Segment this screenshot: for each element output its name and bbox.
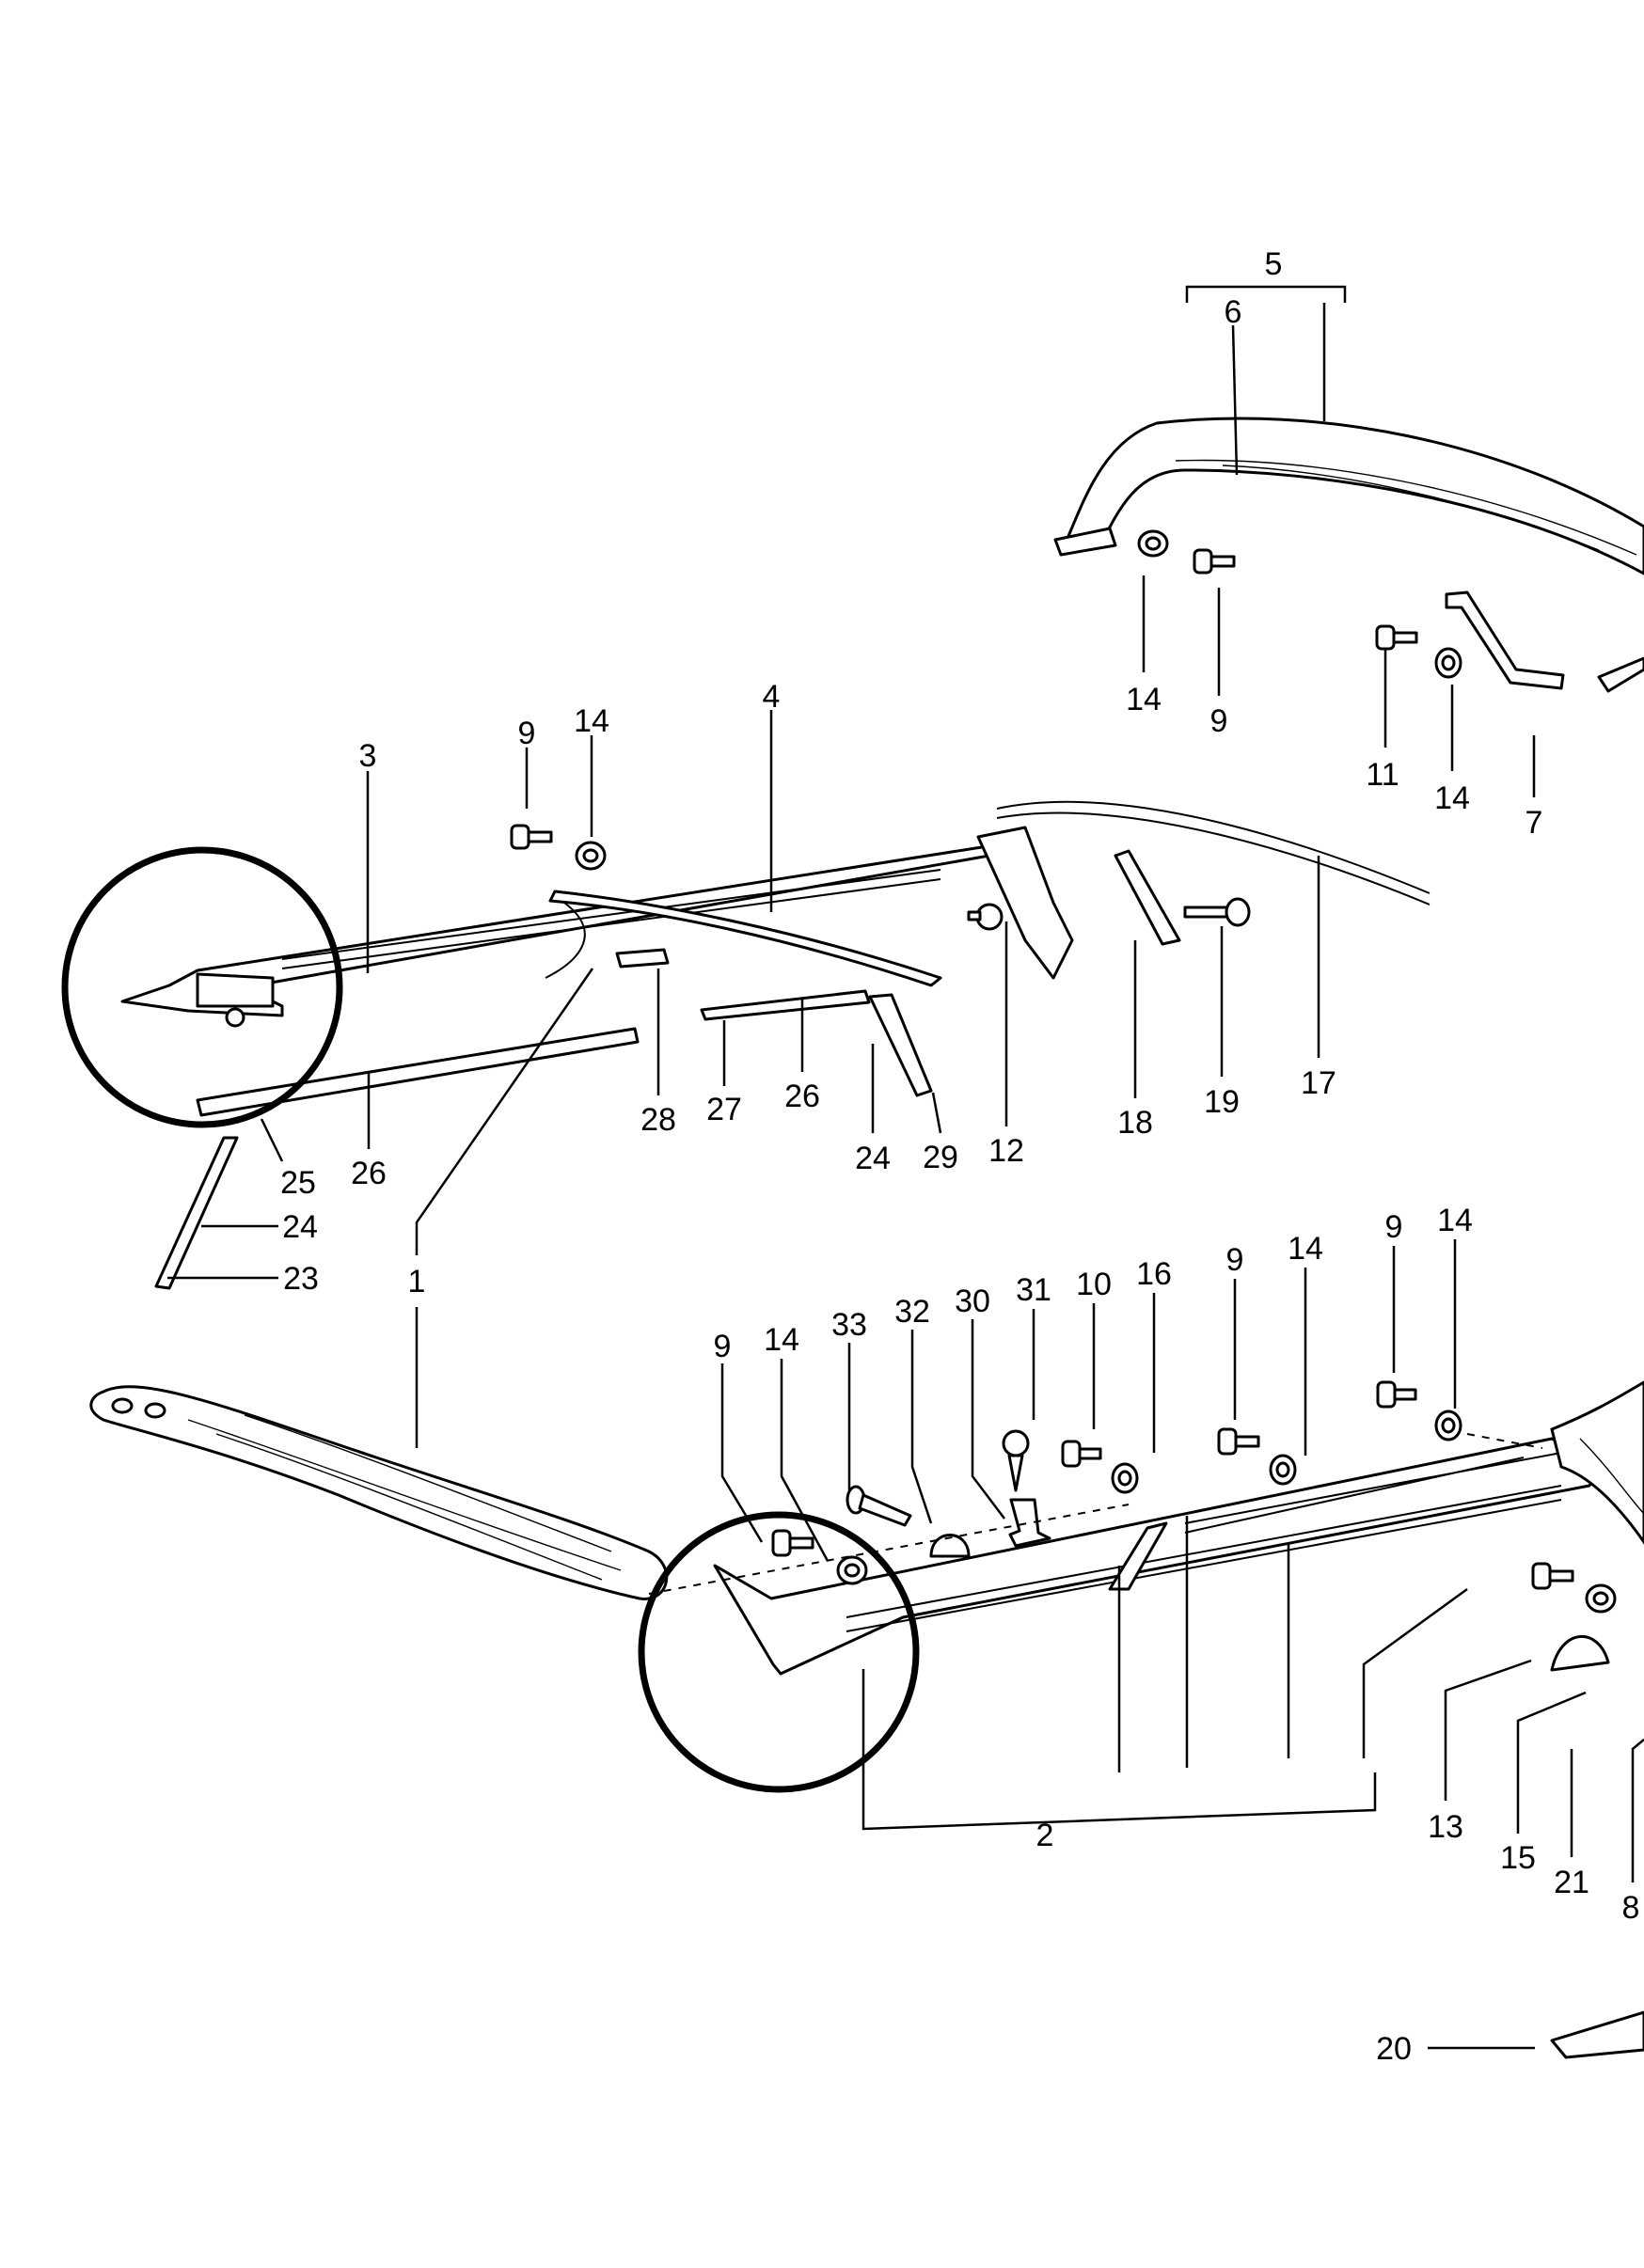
- callout-16: 16: [1136, 1256, 1172, 1292]
- callout-28: 28: [640, 1102, 676, 1138]
- strip-26-27: [700, 989, 871, 1021]
- callout-labels: 5 6 14 9 11 14 7 4 3 9 14 17 19 18 12 29…: [280, 246, 1639, 2067]
- bracket-7: [1445, 591, 1565, 690]
- part-20: [1550, 2010, 1644, 2059]
- washer-14-lower-a: [836, 1555, 868, 1585]
- bolt-11: [1375, 624, 1418, 651]
- clip-30: [1008, 1498, 1051, 1548]
- callout-27: 27: [706, 1092, 742, 1127]
- washer-14-upper: [575, 841, 607, 871]
- screw-33: [846, 1485, 912, 1527]
- callout-14: 14: [1288, 1231, 1323, 1267]
- callout-14: 14: [1126, 682, 1162, 717]
- callout-14: 14: [764, 1322, 799, 1358]
- callout-15: 15: [1500, 1840, 1536, 1876]
- callout-9: 9: [1385, 1209, 1403, 1245]
- callout-31: 31: [1016, 1272, 1051, 1308]
- callout-5: 5: [1265, 246, 1283, 282]
- callout-7: 7: [1525, 805, 1543, 841]
- callout-24: 24: [855, 1141, 891, 1176]
- callout-13: 13: [1428, 1809, 1463, 1845]
- strip-24-29: [868, 993, 933, 1097]
- callout-9: 9: [518, 716, 536, 751]
- callout-14: 14: [1437, 1203, 1473, 1238]
- callout-10: 10: [1076, 1267, 1112, 1302]
- bolt-9-lower-c: [1376, 1380, 1417, 1409]
- bolt-10: [1061, 1440, 1102, 1468]
- callout-19: 19: [1204, 1084, 1240, 1120]
- bolt-15: [1531, 1562, 1574, 1590]
- rod-4: [545, 890, 942, 987]
- callout-24: 24: [282, 1209, 318, 1245]
- bolt-9-lower-b: [1217, 1427, 1260, 1456]
- bolt-9-lower-a: [771, 1529, 814, 1557]
- bolt-9-top: [1193, 548, 1236, 575]
- washer-13: [1585, 1583, 1617, 1614]
- highlight-circle-upper: [61, 846, 343, 1128]
- side-rail-2: [713, 1380, 1644, 1676]
- screw-19: [1183, 897, 1251, 927]
- wooden-bow-1: [89, 1385, 669, 1600]
- washer-16: [1111, 1462, 1139, 1494]
- side-rail-3: [120, 844, 1018, 1028]
- callout-11: 11: [1366, 757, 1399, 793]
- callout-9: 9: [1226, 1242, 1244, 1278]
- callout-17: 17: [1301, 1065, 1336, 1101]
- callout-20: 20: [1376, 2031, 1412, 2067]
- callout-4: 4: [763, 679, 781, 715]
- bolt-9-upper: [510, 824, 553, 850]
- callout-26: 26: [351, 1156, 387, 1191]
- callout-12: 12: [988, 1133, 1024, 1169]
- callout-32: 32: [894, 1294, 930, 1330]
- screw-31: [1002, 1429, 1030, 1492]
- bracket-18: [1114, 849, 1181, 946]
- callout-9: 9: [714, 1329, 732, 1364]
- bow-17: [976, 800, 1431, 980]
- washer-14-lower-b: [1269, 1454, 1297, 1486]
- callout-14: 14: [574, 703, 609, 739]
- cover-21: [1550, 1635, 1610, 1672]
- washer-14-top: [1137, 529, 1169, 558]
- callout-8: 8: [1622, 1890, 1640, 1926]
- callout-26: 26: [784, 1079, 820, 1114]
- highlight-circle-lower: [638, 1511, 920, 1793]
- callout-29: 29: [923, 1140, 958, 1175]
- callout-25: 25: [280, 1165, 316, 1201]
- strip-26-25: [196, 1027, 640, 1117]
- callout-14: 14: [1434, 780, 1470, 816]
- callout-23: 23: [283, 1261, 319, 1297]
- leader-lines: [167, 285, 1644, 2050]
- washer-14-lower-c: [1434, 1410, 1462, 1441]
- callout-30: 30: [955, 1284, 990, 1319]
- callout-18: 18: [1117, 1105, 1153, 1141]
- washer-14-right: [1434, 647, 1462, 679]
- callout-33: 33: [831, 1307, 867, 1343]
- plate-28: [615, 948, 670, 969]
- callout-3: 3: [359, 738, 377, 774]
- strip-24-23: [154, 1136, 239, 1290]
- callout-9: 9: [1210, 703, 1228, 739]
- cap-32: [929, 1534, 971, 1558]
- bolt-12: [967, 903, 1004, 931]
- callout-21: 21: [1554, 1865, 1589, 1900]
- callout-6: 6: [1225, 294, 1242, 330]
- callout-1: 1: [408, 1264, 426, 1299]
- callout-2: 2: [1036, 1818, 1054, 1853]
